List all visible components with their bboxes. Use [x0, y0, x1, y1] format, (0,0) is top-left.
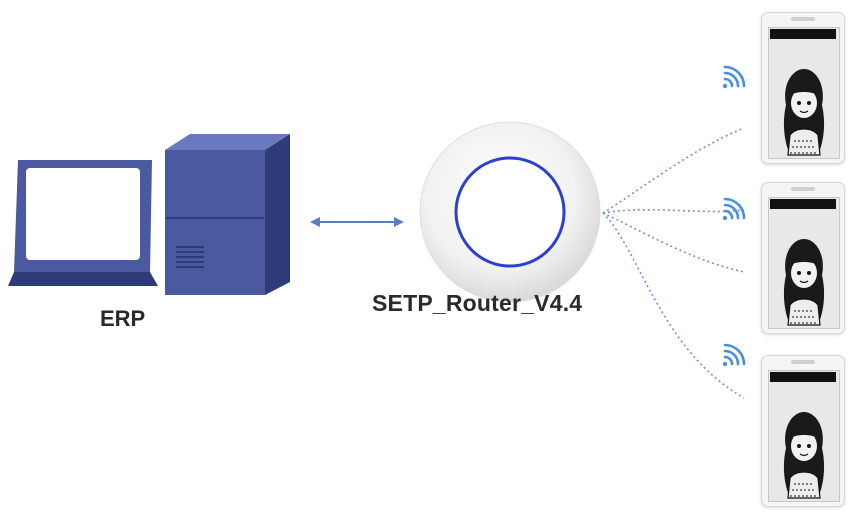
badge-clip	[791, 360, 815, 364]
connection-arrow	[310, 217, 404, 227]
badge-header	[770, 199, 836, 209]
portrait-icon	[783, 69, 825, 156]
badge-screen	[768, 27, 840, 159]
portrait-icon	[783, 412, 825, 499]
wifi-icon	[722, 343, 746, 367]
wifi-icon	[722, 65, 746, 89]
badge-clip	[791, 187, 815, 191]
router-label: SETP_Router_V4.4	[372, 290, 583, 316]
erp-computer-icon	[8, 134, 290, 295]
badge-screen	[768, 370, 840, 502]
signal-lines	[602, 127, 745, 399]
badge-header	[770, 29, 836, 39]
esl-badge	[761, 12, 845, 164]
badge-screen	[768, 197, 840, 329]
router-icon	[419, 121, 601, 303]
portrait-icon	[783, 239, 825, 326]
erp-label: ERP	[100, 306, 146, 331]
esl-badge	[761, 182, 845, 334]
badge-header	[770, 372, 836, 382]
wifi-icon	[722, 197, 746, 221]
badge-clip	[791, 17, 815, 21]
esl-badge	[761, 355, 845, 507]
